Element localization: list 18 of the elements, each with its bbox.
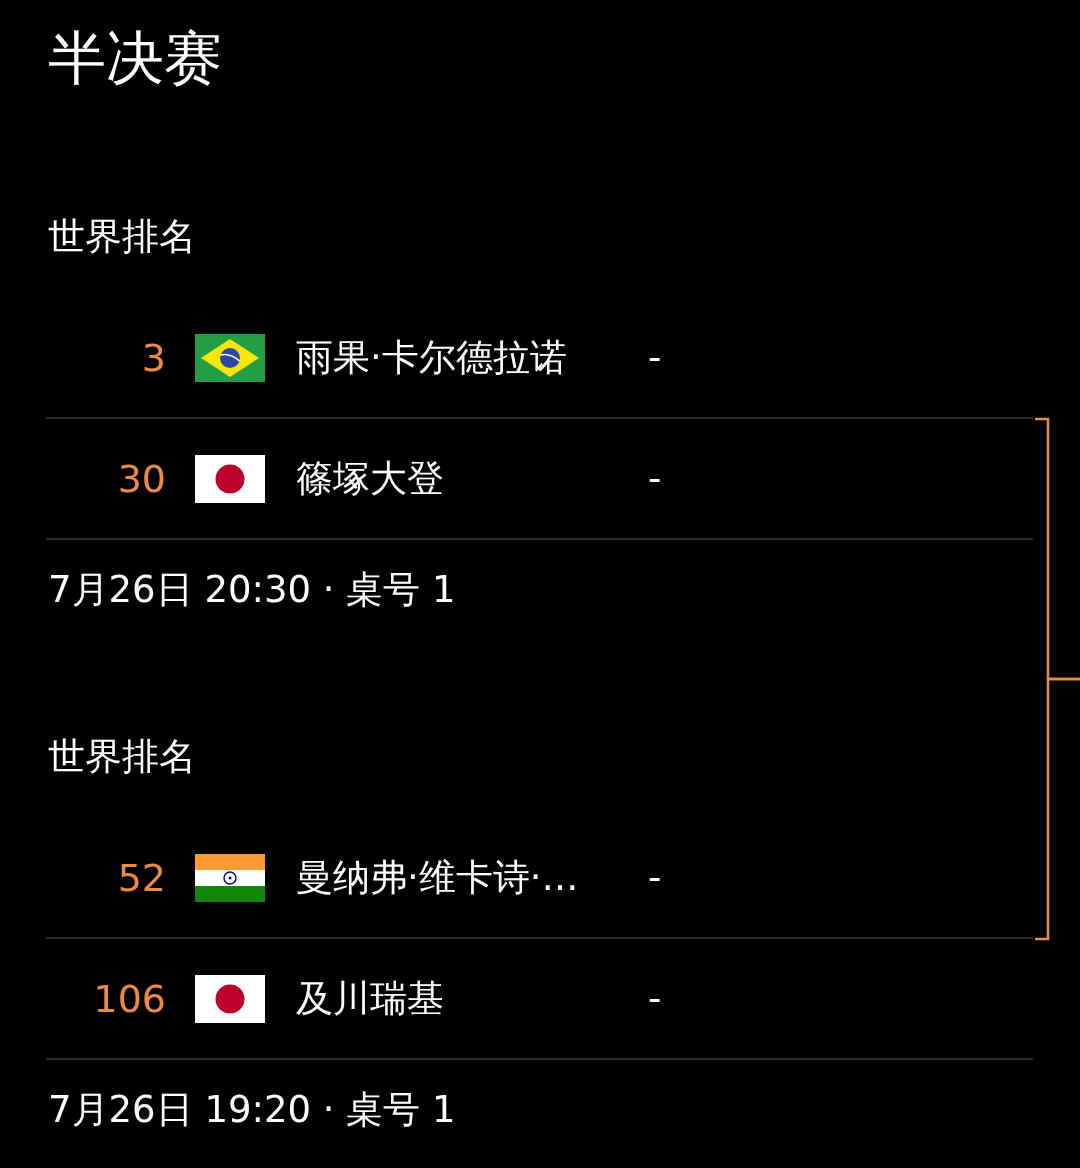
match-time-text: 7月26日 19:20 · 桌号 1 [48,1088,456,1132]
player-name: 篠塚大登 [296,456,444,501]
rank-number: 106 [93,976,166,1021]
page-title: 半决赛 [48,23,222,93]
score-text: - [648,335,662,380]
player-name: 及川瑞基 [296,976,444,1021]
player-name: 雨果·卡尔德拉诺 [296,335,567,380]
score-text: - [648,855,662,900]
column-header: 世界排名 [48,215,196,259]
rank-number: 52 [117,855,166,900]
score-text: - [648,976,662,1021]
player-name: 曼纳弗·维卡诗·… [296,855,579,900]
rank-number: 30 [117,456,166,501]
match-time-text: 7月26日 20:30 · 桌号 1 [48,568,456,612]
score-text: - [648,456,662,501]
rank-number: 3 [141,335,166,380]
bracket-line [1035,677,1080,941]
column-header: 世界排名 [48,735,196,779]
